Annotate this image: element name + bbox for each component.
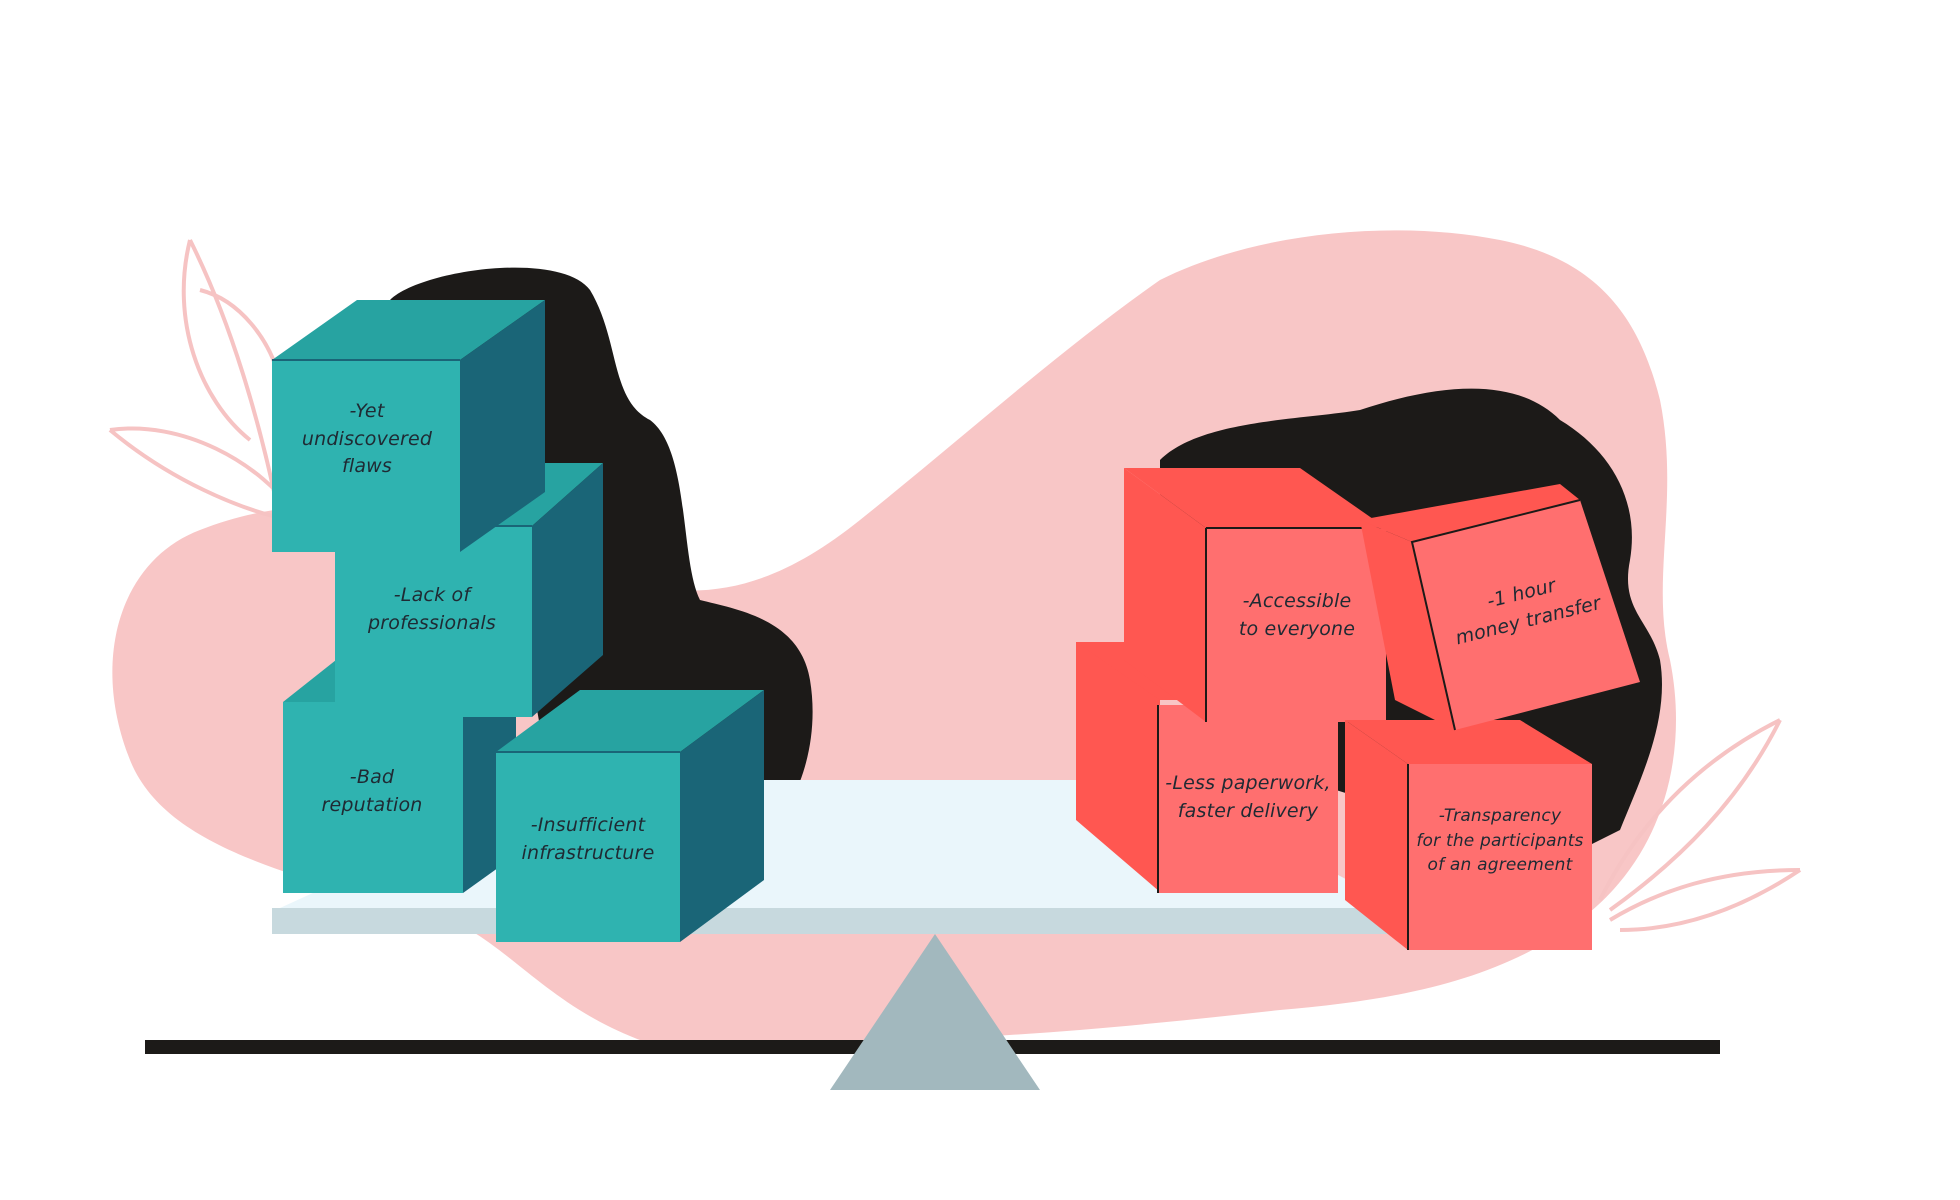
label-line: faster delivery	[1177, 799, 1319, 822]
label-line: undiscovered	[301, 427, 433, 450]
cube-yet-undiscovered-flaws	[272, 300, 545, 552]
cube-less-paperwork	[1076, 642, 1380, 893]
cube-accessible	[1124, 468, 1386, 722]
label-insufficient-infrastructure: -Insufficient infrastructure	[502, 812, 674, 867]
leaf-left-icon	[108, 239, 302, 522]
label-line: -Transparency	[1438, 806, 1562, 826]
label-line: -Less paperwork,	[1165, 772, 1331, 794]
label-line: professionals	[367, 611, 497, 634]
label-line: -Lack of	[393, 584, 471, 606]
label-line: infrastructure	[521, 841, 655, 864]
label-line: -Insufficient	[530, 814, 646, 836]
label-accessible: -Accessible to everyone	[1214, 588, 1380, 643]
cube-insufficient-infrastructure	[496, 690, 764, 942]
fulcrum	[830, 934, 1040, 1090]
label-bad-reputation: -Bad reputation	[297, 764, 447, 819]
leaf-right-icon	[1598, 718, 1802, 932]
plank-side	[272, 908, 1412, 934]
label-line: of an agreement	[1427, 855, 1573, 876]
label-line: -Bad	[349, 766, 395, 788]
label-yet-undiscovered-flaws: -Yet undiscovered flaws	[292, 398, 442, 481]
label-line: -Yet	[349, 400, 385, 422]
cube-lack-of-professionals	[335, 463, 603, 717]
label-line: -Accessible	[1242, 590, 1352, 612]
cube-money-transfer	[1360, 484, 1640, 731]
label-line: reputation	[321, 793, 423, 816]
label-line: flaws	[341, 455, 393, 478]
label-line: to everyone	[1238, 617, 1356, 640]
cube-transparency	[1345, 720, 1592, 950]
label-line: for the participants	[1416, 830, 1584, 851]
label-less-paperwork: -Less paperwork, faster delivery	[1160, 770, 1336, 825]
label-lack-of-professionals: -Lack of professionals	[352, 582, 512, 637]
label-transparency: -Transparency for the participants of an…	[1410, 804, 1590, 878]
